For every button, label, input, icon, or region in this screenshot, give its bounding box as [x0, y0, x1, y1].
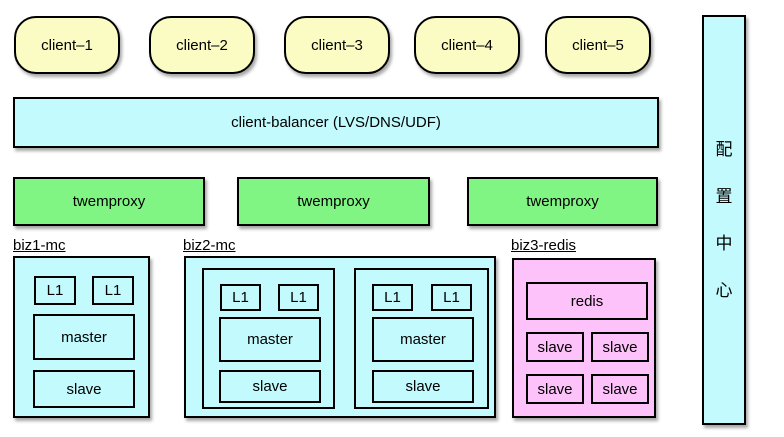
node-client-2: client–2: [149, 16, 255, 74]
config-center-bar: 配 置 中 心: [702, 15, 746, 425]
node-twemproxy-1: twemproxy: [13, 177, 205, 226]
node-slave: slave: [526, 374, 584, 404]
node-slave: slave: [526, 332, 584, 362]
node-client-1: client–1: [14, 16, 120, 74]
node-client-3: client–3: [284, 16, 390, 74]
node-twemproxy-3: twemproxy: [467, 177, 658, 226]
node-client-5: client–5: [545, 16, 651, 74]
node-twemproxy-2: twemproxy: [237, 177, 430, 226]
node-l1: L1: [278, 284, 319, 311]
node-master: master: [33, 314, 135, 360]
label-biz2-mc: biz2-mc: [183, 237, 236, 254]
config-center-char: 中: [715, 234, 733, 253]
shard-2: L1 L1 master slave: [354, 268, 489, 409]
node-client-balancer: client-balancer (LVS/DNS/UDF): [13, 97, 659, 148]
node-l1: L1: [220, 284, 261, 311]
node-master: master: [372, 317, 474, 362]
config-center-char: 配: [715, 140, 733, 159]
node-slave: slave: [219, 370, 321, 403]
node-slave: slave: [33, 370, 135, 408]
cluster-biz3-redis: redis slave slave slave slave: [512, 258, 656, 418]
node-slave: slave: [591, 374, 649, 404]
config-center-char: 置: [715, 187, 733, 206]
cluster-biz1-mc: L1 L1 master slave: [13, 256, 150, 418]
node-redis: redis: [526, 282, 648, 320]
node-l1: L1: [92, 276, 134, 305]
node-l1: L1: [372, 284, 413, 311]
shard-1: L1 L1 master slave: [202, 268, 335, 409]
node-slave: slave: [591, 332, 649, 362]
node-slave: slave: [372, 370, 474, 403]
config-center-char: 心: [715, 281, 733, 300]
node-l1: L1: [431, 284, 472, 311]
cluster-biz2-mc: L1 L1 master slave L1 L1 master slave: [184, 256, 496, 418]
node-l1: L1: [34, 276, 76, 305]
label-biz3-redis: biz3-redis: [511, 237, 577, 254]
label-biz1-mc: biz1-mc: [13, 237, 66, 254]
node-client-4: client–4: [414, 16, 520, 74]
node-master: master: [219, 317, 321, 362]
